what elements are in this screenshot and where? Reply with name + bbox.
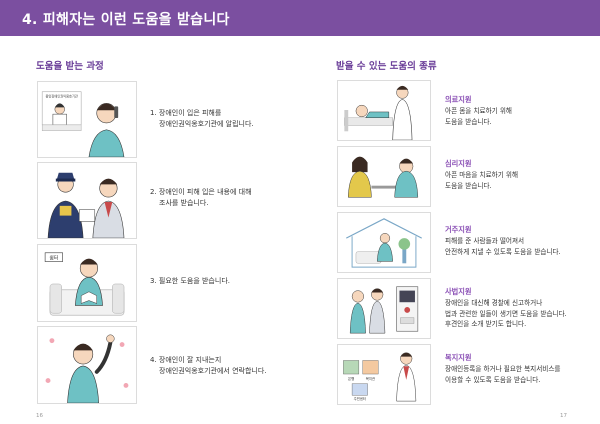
legal-support-name: 사법지원 — [445, 287, 472, 296]
institution-sign: 중앙장애인권익옹호기관 — [45, 94, 77, 99]
psych-support-illustration — [337, 146, 431, 207]
step4-illustration — [37, 326, 137, 404]
medical-support-name: 의료지원 — [445, 95, 472, 104]
process-section-title: 도움을 받는 과정 — [36, 61, 104, 72]
welfare-support-illustration: 은행 복지관 주민센터 — [337, 344, 431, 405]
step1-text: 1. 장애인이 입은 피해를 장애인권익옹호기관에 알립니다. — [150, 109, 254, 128]
housing-support-desc: 피해를 준 사람들과 떨어져서 안전하게 지낼 수 있도록 도움을 받습니다. — [445, 237, 561, 256]
housing-support-name: 거주지원 — [445, 225, 472, 234]
welfare-support-desc: 장애인등록을 하거나 필요한 복지서비스를 이용할 수 있도록 도움을 받습니다… — [445, 365, 561, 384]
step2-text: 2. 장애인이 피해 입은 내용에 대해 조사를 받습니다. — [150, 188, 252, 207]
step3-text: 3. 필요한 도움을 받습니다. — [150, 277, 230, 285]
step2-illustration — [37, 162, 137, 239]
community-center-sign: 주민센터 — [354, 396, 366, 401]
medical-support-desc: 아픈 몸을 치료하기 위해 도움을 받습니다. — [445, 107, 512, 126]
step1-illustration: 중앙장애인권익옹호기관 — [37, 81, 137, 158]
legal-support-desc: 장애인을 대신해 경찰에 신고하거나 법과 관련한 일들이 생기면 도움을 받습… — [445, 299, 567, 328]
page-header: 4. 피해자는 이런 도움을 받습니다 — [0, 0, 600, 36]
step3-illustration: 쉼터 — [37, 244, 137, 322]
legal-support-illustration — [337, 278, 431, 339]
page-number-right: 17 — [560, 413, 567, 419]
psych-support-name: 심리지원 — [445, 159, 472, 168]
shelter-sign: 쉼터 — [49, 255, 58, 262]
supports-section-title: 받을 수 있는 도움의 종류 — [336, 61, 437, 72]
welfare-support-name: 복지지원 — [445, 353, 472, 362]
step4-text: 4. 장애인이 잘 지내는지 장애인권익옹호기관에서 연락합니다. — [150, 356, 267, 375]
welfare-center-sign: 복지관 — [366, 376, 375, 381]
page-title: 4. 피해자는 이런 도움을 받습니다 — [22, 12, 230, 28]
bank-sign: 은행 — [348, 376, 354, 381]
page-number-left: 16 — [36, 413, 43, 419]
medical-support-illustration — [337, 80, 431, 141]
psych-support-desc: 아픈 마음을 치료하기 위해 도움을 받습니다. — [445, 171, 519, 190]
housing-support-illustration — [337, 212, 431, 273]
